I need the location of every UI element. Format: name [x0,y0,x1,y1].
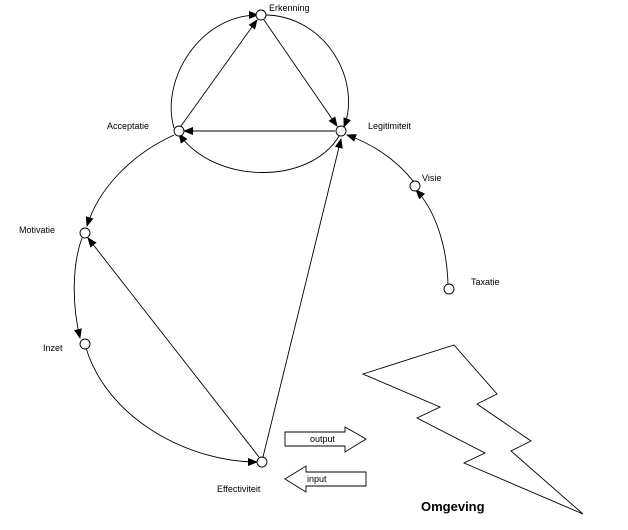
edge-taxatie-visie [415,189,449,286]
edge-effectiviteit-motivatie [87,237,260,458]
edge-acceptatie-erkenning [180,19,258,127]
edge-erkenning-legitimiteit [263,19,338,127]
edge-effectiviteit-legitimiteit [262,138,343,458]
node-motivatie [79,227,91,239]
node-legitimiteit [335,125,347,137]
edge-visie-legitimiteit [346,134,414,182]
lightning-bolt-icon [361,344,584,515]
node-visie [409,180,421,192]
label-legitimiteit: Legitimiteit [368,121,412,131]
node-effectiviteit [256,456,268,468]
node-taxatie [443,283,455,295]
label-inzet: Inzet [43,343,63,353]
output-arrow [284,426,367,453]
environment-label: Omgeving [421,499,485,514]
node-inzet [79,338,91,350]
edge-inzet-effectiviteit [85,347,258,466]
input-label: input [307,474,327,484]
edge-motivatie-inzet [73,237,83,339]
label-effectiviteit: Effectiviteit [217,484,261,494]
label-acceptatie: Acceptatie [107,121,149,131]
edge-legitimiteit-acceptatie-arc [178,133,340,173]
edge-erkenning-legitimiteit-arc [263,14,351,128]
edge-acceptatie-erkenning-arc [170,11,259,129]
node-erkenning [255,9,267,21]
edge-acceptatie-motivatie [85,134,175,227]
label-visie: Visie [422,173,441,183]
label-motivatie: Motivatie [19,225,55,235]
node-acceptatie [173,125,185,137]
input-arrow [284,465,367,493]
output-label: output [310,434,336,444]
label-taxatie: Taxatie [471,277,500,287]
label-erkenning: Erkenning [269,3,310,13]
